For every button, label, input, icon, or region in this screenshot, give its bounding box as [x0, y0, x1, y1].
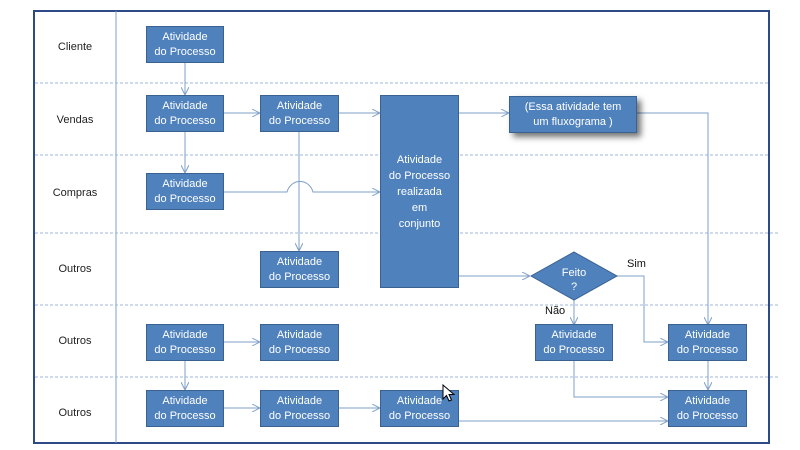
mouse-pointer-icon: [442, 384, 456, 402]
decision-yes-label: Sim: [627, 258, 646, 270]
lane-label-vendas: Vendas: [56, 114, 94, 126]
arrow-subprocess-right: [637, 112, 708, 324]
lane-label-outros-3: Outros: [58, 407, 92, 419]
decision-no-label: Não: [545, 305, 566, 317]
arrow-compras-joint: [224, 181, 379, 193]
decision-label: Feito?: [530, 258, 618, 302]
lane-label-compras: Compras: [52, 187, 98, 199]
decision-text: Feito?: [561, 267, 587, 293]
arrow-decision-sim: [617, 275, 667, 342]
lane-label-cliente: Cliente: [57, 41, 93, 53]
diagram-frame: [33, 10, 770, 444]
decision-diamond: [529, 251, 619, 301]
lane-label-outros-2: Outros: [58, 335, 92, 347]
lane-label-outros-1: Outros: [58, 263, 92, 275]
arrow-nao-bottom: [573, 361, 667, 397]
